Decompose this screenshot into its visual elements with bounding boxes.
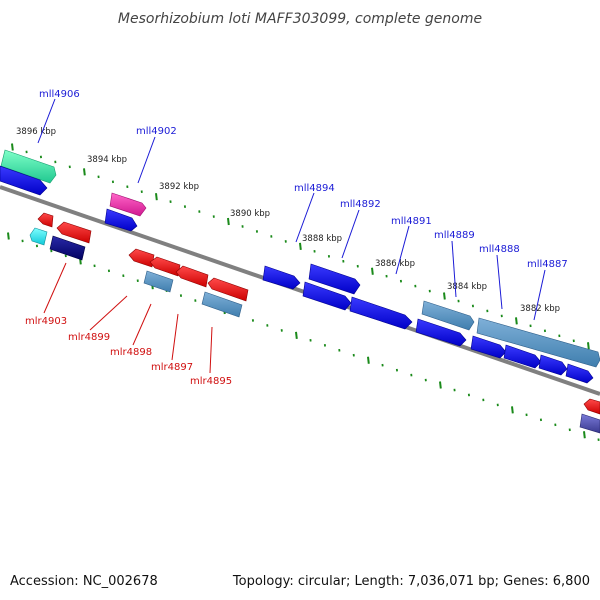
gene-reverse-steel-2 (201, 291, 243, 318)
genome-backbone (0, 185, 600, 396)
gene-mll4888 (476, 317, 600, 368)
gene-reverse-1 (56, 221, 92, 244)
topology-text: Topology: circular; Length: 7,036,071 bp… (232, 574, 590, 589)
gene-label-mll4902: mll4902 (136, 126, 177, 137)
gene-label-mlr4897: mlr4897 (151, 362, 193, 373)
gene-label-mll4906: mll4906 (39, 89, 80, 100)
upper-tick-20 (299, 242, 302, 250)
gene-label-mll4891: mll4891 (391, 216, 432, 227)
gene-forward-7 (565, 363, 594, 384)
scale-label-3894: 3894 kbp (87, 155, 127, 165)
gene-label-mll4889: mll4889 (434, 230, 475, 241)
upper-tick-30 (443, 292, 446, 300)
upper-tick-40 (587, 342, 590, 350)
upper-tick-5 (83, 168, 86, 176)
gene-mll4889 (421, 300, 475, 331)
gene-reverse-cyan (29, 227, 48, 246)
gene-mll4906 (0, 149, 57, 184)
lower-tick-25 (367, 356, 370, 364)
gene-label-mlr4899: mlr4899 (68, 332, 110, 343)
upper-tick-35 (515, 317, 518, 325)
gene-mlr4903 (37, 212, 54, 228)
lower-tick-20 (295, 331, 298, 339)
gene-label-mlr4895: mlr4895 (190, 376, 232, 387)
gene-reverse-navy (49, 235, 86, 261)
lower-tick-35 (511, 406, 514, 414)
gene-forward-6 (538, 354, 568, 376)
map-title: Mesorhizobium loti MAFF303099, complete … (118, 11, 482, 27)
gene-mll4891 (302, 281, 352, 311)
gene-mll4887 (470, 335, 507, 359)
upper-scale-ticks (11, 143, 590, 350)
gene-forward-3 (349, 296, 413, 330)
gene-mlr4897 (175, 265, 209, 288)
gene-mll4902 (109, 192, 147, 217)
gene-forward-1 (0, 165, 48, 196)
scale-label-3892: 3892 kbp (159, 182, 199, 192)
gene-reverse-edge-slate (579, 413, 600, 434)
upper-tick-25 (371, 267, 374, 275)
accession-text: Accession: NC_002678 (10, 574, 158, 589)
scale-label-3882: 3882 kbp (520, 304, 560, 314)
gene-mlr4895 (207, 277, 249, 302)
gene-reverse-edge-red (583, 398, 600, 415)
lower-tick-40 (583, 431, 586, 439)
gene-label-mll4887: mll4887 (527, 259, 568, 270)
scale-label-3886: 3886 kbp (375, 259, 415, 269)
gene-forward-4 (415, 318, 467, 347)
gene-label-mll4888: mll4888 (479, 244, 520, 255)
lower-gene-leaders (43, 262, 213, 374)
gene-mll4892 (308, 263, 361, 295)
gene-mlr4898 (149, 256, 181, 277)
gene-label-mlr4898: mlr4898 (110, 347, 152, 358)
gene-reverse-steel-1 (143, 270, 174, 293)
scale-label-3884: 3884 kbp (447, 282, 487, 292)
scale-label-3890: 3890 kbp (230, 209, 270, 219)
upper-tick-15 (227, 217, 230, 226)
upper-tick-0 (11, 143, 14, 151)
gene-forward-5 (503, 344, 542, 369)
gene-forward-2 (104, 208, 138, 232)
scale-label-3888: 3888 kbp (302, 234, 342, 244)
upper-gene-leaders (37, 98, 546, 321)
scale-label-3896: 3896 kbp (16, 127, 56, 137)
gene-label-mll4892: mll4892 (340, 199, 381, 210)
gene-mlr4899 (128, 248, 155, 268)
gene-label-mlr4903: mlr4903 (25, 316, 67, 327)
lower-tick-0 (7, 232, 10, 240)
lower-tick-30 (439, 381, 442, 389)
upper-tick-10 (155, 193, 158, 201)
gene-label-mll4894: mll4894 (294, 183, 335, 194)
gene-mll4894 (262, 265, 301, 290)
